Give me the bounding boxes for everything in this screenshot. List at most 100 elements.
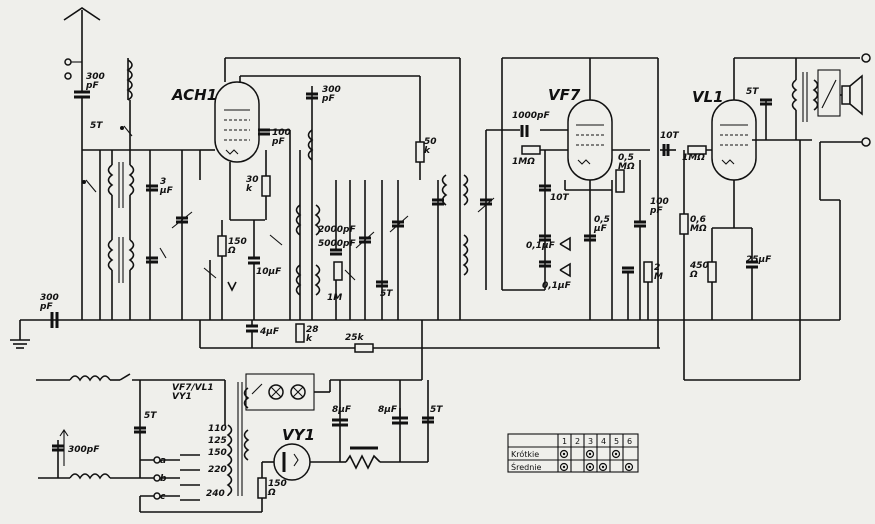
switch-contact-dot	[588, 465, 592, 469]
resistor-50k	[415, 141, 425, 180]
input-wiring	[81, 100, 201, 320]
switch-contact-mark	[585, 462, 595, 472]
antenna-input-cap	[74, 62, 90, 150]
switch-contact-mark	[624, 462, 634, 472]
c-01uf-a-label: 0,1μF	[526, 241, 556, 251]
cap-05uf	[584, 180, 596, 320]
output-terminals	[819, 53, 871, 320]
input-transformer	[107, 162, 135, 283]
pilot-lamps	[245, 320, 423, 411]
mains-caps	[52, 426, 146, 478]
table-row-label-medium: Średnie	[511, 461, 541, 472]
r-25k-label: 25k	[345, 333, 365, 343]
tap-125-label: 125	[208, 436, 227, 446]
tap-150-label: 150	[208, 448, 227, 458]
c-5t-hv-label: 5T	[430, 405, 443, 415]
cap-4uf	[246, 320, 258, 348]
tube-ach1	[214, 81, 260, 163]
tap-240-label: 240	[206, 489, 225, 499]
resistor-06m	[679, 150, 800, 381]
tube-vl1-label: VL1	[692, 88, 724, 106]
filter-caps	[332, 380, 434, 463]
c-8uf-a-label: 8μF	[332, 405, 352, 415]
if-transformer-1	[432, 58, 495, 320]
resistor-1m-grid	[521, 145, 541, 155]
switch-contact-dot	[562, 465, 566, 469]
c-5t-osc-label: 5T	[380, 289, 393, 299]
c-4uf-label: 4μF	[259, 327, 280, 337]
switch-contact-mark	[598, 462, 608, 472]
tube-vf7-label: VF7	[548, 86, 581, 104]
c-10t-label: 10T	[550, 193, 570, 203]
switch-contact-dot	[601, 465, 605, 469]
table-header-3: 3	[588, 437, 593, 446]
ht-bus	[199, 320, 660, 349]
table-header-6: 6	[627, 437, 632, 446]
tube-vy1	[261, 443, 340, 481]
switch-contact-mark	[559, 449, 569, 459]
volume-pot	[203, 260, 237, 320]
osc-grid-cap	[258, 128, 270, 136]
r-1m-grid-label: 1MΩ	[512, 157, 535, 167]
sw-c-label: c	[160, 492, 166, 502]
switch-contact-mark	[611, 449, 621, 459]
c-10t-vl1-label: 10T	[660, 131, 680, 141]
resistor-150-cathode	[217, 220, 227, 320]
sw-b-label: b	[160, 474, 167, 484]
c-1000pf-label: 1000pF	[512, 111, 550, 121]
cap-5t-out	[760, 98, 772, 106]
band-trimmer-caps	[146, 184, 193, 264]
cap-10t-vl1	[662, 144, 670, 156]
cap-10uf	[248, 220, 260, 320]
r-1mohm-vl1-label: 1MΩ	[682, 153, 705, 163]
speaker	[840, 74, 863, 116]
oscillator-coils	[269, 86, 321, 320]
tube-vf7	[567, 99, 613, 181]
c-5t-mains-label: 5T	[144, 411, 157, 421]
tube-vl1	[711, 99, 757, 181]
switch-contact-dot	[614, 452, 618, 456]
resistor-05m	[615, 169, 625, 193]
resistor-28k	[295, 323, 305, 343]
resistor-1mohm-vl1	[687, 145, 707, 155]
table-marks	[559, 449, 634, 472]
c-5t-out-label: 5T	[746, 87, 759, 97]
cap-10t	[539, 184, 551, 192]
osc-trimmers	[355, 180, 409, 320]
resistor-2m	[643, 261, 653, 320]
osc-tank-caps	[330, 180, 356, 320]
c-300pf-mains-label: 300pF	[68, 445, 100, 455]
switch-contact-dot	[588, 452, 592, 456]
cap-100pf-out	[634, 160, 646, 320]
sw-a-label: a	[160, 456, 166, 466]
c-2000pf-label: 2000pF	[318, 225, 356, 235]
output-transformer	[791, 58, 841, 380]
c-5t-ant-label: 5T	[90, 121, 103, 131]
switch-contact-dot	[627, 465, 631, 469]
resistor-450	[707, 228, 717, 320]
filter-choke	[340, 446, 400, 470]
resistor-30k	[261, 150, 271, 220]
padder-cap-300pf	[306, 92, 318, 100]
switch-table	[507, 433, 639, 473]
mains-input	[36, 373, 180, 480]
c-25uf-label: 25μF	[746, 255, 772, 265]
power-transformer	[180, 379, 250, 496]
table-header-2: 2	[575, 437, 580, 446]
